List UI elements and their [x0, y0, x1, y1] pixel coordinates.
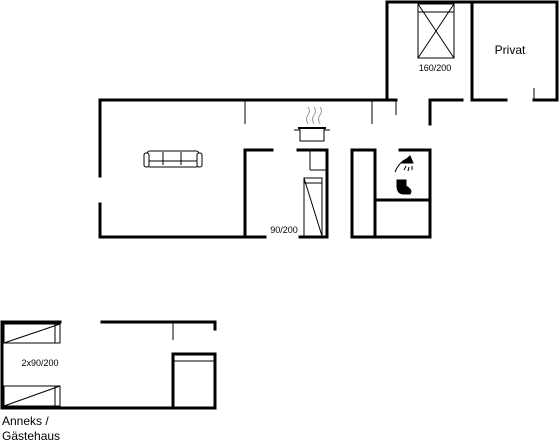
thin-wall-stubs — [244, 88, 535, 171]
bed-bunk-label: 90/200 — [270, 225, 298, 235]
annex-thin-walls — [172, 323, 215, 362]
bed-main-label: 160/200 — [419, 63, 452, 73]
bed-annex-label: 2x90/200 — [21, 358, 58, 368]
bunk-bed-icon — [303, 177, 323, 237]
toilet-icon — [396, 179, 412, 195]
cooking-pot-icon — [294, 106, 330, 142]
bed-icon — [417, 3, 455, 59]
shower-icon — [394, 155, 414, 173]
annex-caption-line2: Gästehaus — [2, 429, 61, 443]
private-room-label: Privat — [495, 43, 526, 57]
sofa-icon — [143, 150, 203, 168]
main-house-walls — [98, 0, 559, 239]
annex-walls — [0, 320, 217, 410]
annex-caption: Anneks / Gästehaus — [2, 414, 60, 444]
annex-caption-line1: Anneks / — [2, 414, 49, 428]
annex-bed-icon — [3, 323, 61, 407]
